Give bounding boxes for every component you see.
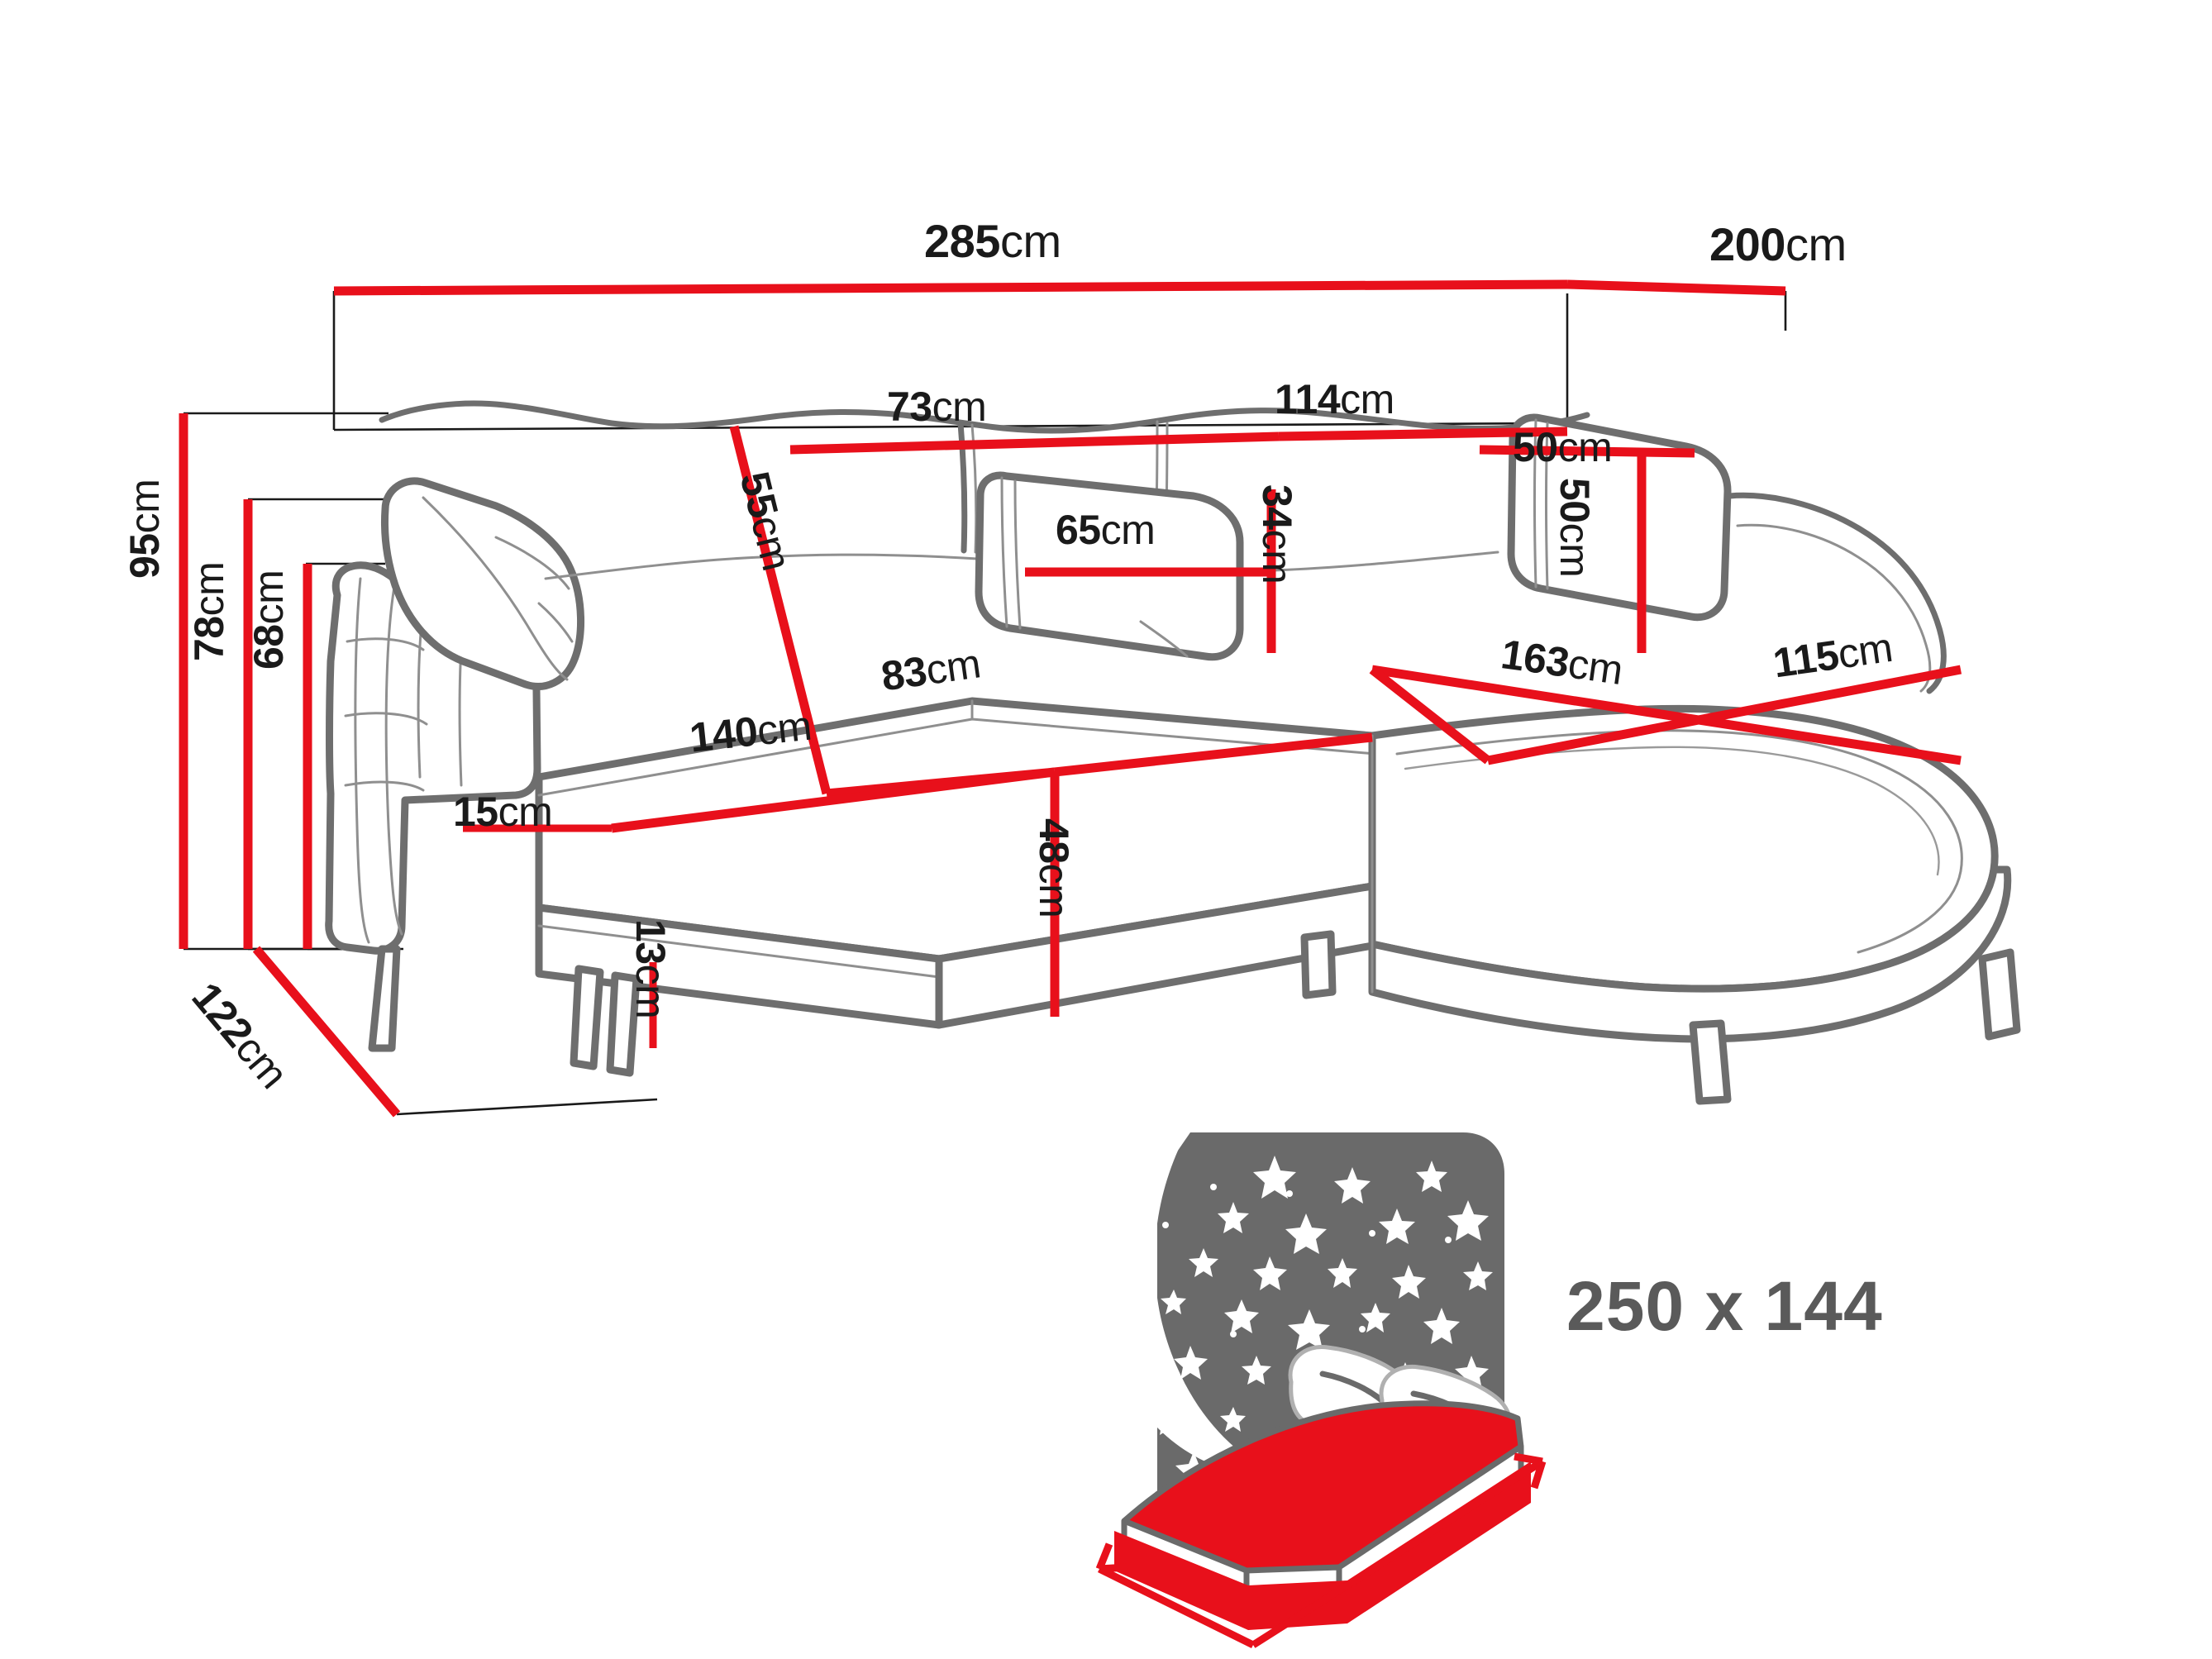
dim-label-total-height: 95cm bbox=[122, 479, 168, 579]
bed-dimension-arrows bbox=[1095, 1452, 1547, 1649]
dim-label-corner-cushion-height: 50cm bbox=[1552, 478, 1598, 578]
dim-label-seat-cushion-height: 34cm bbox=[1254, 484, 1300, 584]
dim-label-armrest-width: 15cm bbox=[453, 789, 553, 835]
sofa-legs bbox=[368, 930, 2021, 1105]
dim-label-backrest-width-left: 73cm bbox=[887, 384, 987, 430]
dim-label-corner-cushion-width: 50cm bbox=[1513, 424, 1613, 470]
dim-label-seat-cushion-width: 65cm bbox=[1056, 507, 1156, 553]
sleeping-area-label: 250 x 144 bbox=[1566, 1267, 1883, 1345]
dim-label-armrest-height: 68cm bbox=[246, 570, 292, 670]
dim-label-overall-width: 285cm bbox=[924, 215, 1061, 267]
dimension-lines bbox=[179, 279, 1962, 1118]
sofa-outline bbox=[325, 400, 2021, 1105]
dim-label-overall-depth-right: 200cm bbox=[1709, 218, 1847, 270]
dim-label-backrest-top-height: 78cm bbox=[186, 561, 232, 661]
dim-label-seat-height: 48cm bbox=[1031, 818, 1077, 918]
dim-label-leg-height: 13cm bbox=[627, 919, 674, 1019]
dim-label-backrest-width-right: 114cm bbox=[1275, 376, 1394, 422]
